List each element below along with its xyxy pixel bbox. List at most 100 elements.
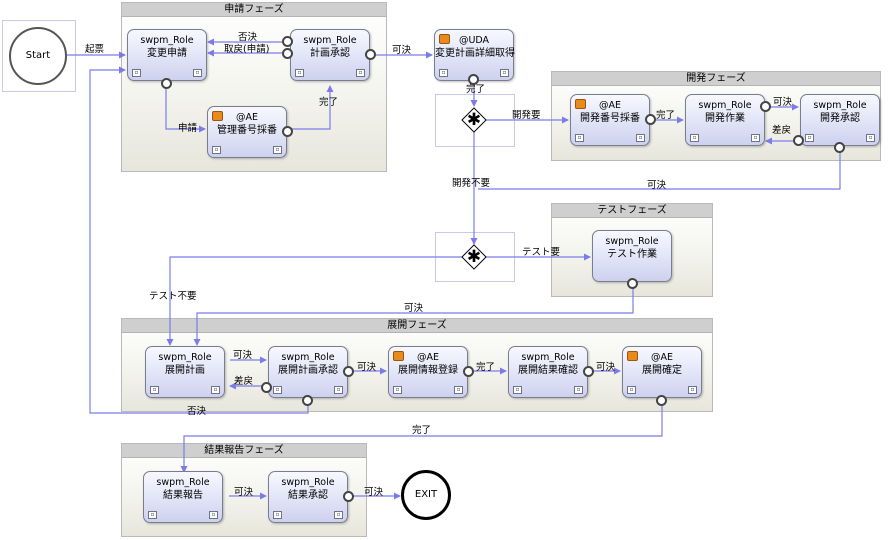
gateway-parallel-icon-2: ✱ — [466, 247, 482, 267]
edge-label: 可決 — [773, 97, 793, 108]
task-kaihatsu-sagyou[interactable]: swpm_Role 開発作業 ▫ ▫ — [685, 94, 765, 146]
task-properties-icon: ▫ — [627, 386, 636, 394]
exit-event[interactable]: EXIT — [401, 470, 451, 520]
edge-label: 可決 — [647, 180, 667, 191]
output-port[interactable] — [365, 49, 376, 60]
edge-label: 否決 — [187, 406, 207, 417]
task-kekka-shounin[interactable]: swpm_Role 結果承認 ▫ ▫ — [268, 471, 348, 523]
task-settings-icon: ▫ — [334, 511, 343, 519]
task-properties-icon: ▫ — [393, 386, 402, 394]
edge-gateway-notest — [166, 256, 462, 346]
edge-label: 完了 — [466, 84, 486, 95]
output-port[interactable] — [793, 135, 804, 146]
task-role: swpm_Role — [521, 352, 575, 363]
task-kekka-houkoku[interactable]: swpm_Role 結果報告 ▫ ▫ — [143, 471, 223, 523]
output-port[interactable] — [282, 36, 293, 47]
task-tenkai-jouhou[interactable]: @AE 展開情報登録 ▫ ▫ — [388, 346, 468, 398]
edge-label: 完了 — [476, 362, 496, 373]
start-event[interactable]: Start — [9, 27, 67, 85]
task-role: swpm_Role — [281, 477, 335, 488]
task-properties-icon: ▫ — [212, 146, 221, 154]
task-tenkai-kakutei[interactable]: @AE 展開確定 ▫ ▫ — [622, 346, 702, 398]
output-port[interactable] — [261, 382, 272, 393]
task-settings-icon: ▫ — [636, 134, 645, 142]
output-port[interactable] — [468, 74, 479, 85]
task-name: 展開情報登録 — [398, 365, 458, 376]
edge-test-pass — [193, 288, 634, 346]
task-properties-icon: ▫ — [439, 69, 448, 77]
task-settings-icon: ▫ — [574, 386, 583, 394]
edge-label: 完了 — [412, 425, 432, 436]
task-keikaku-shounin[interactable]: swpm_Role 計画承認 ▫ ▫ — [290, 29, 370, 81]
edge-number-approve — [287, 85, 334, 130]
output-port[interactable] — [656, 395, 667, 406]
output-port[interactable] — [343, 491, 354, 502]
lane-report-title: 結果報告フェーズ — [122, 444, 366, 458]
edge-label: 申請 — [178, 123, 198, 134]
task-properties-icon: ▫ — [148, 511, 157, 519]
edge-devapprove-pass — [478, 152, 841, 190]
edge-label: 可決 — [404, 303, 424, 314]
task-role: @UDA — [458, 35, 490, 46]
task-name: 開発承認 — [820, 113, 860, 124]
task-properties-icon: ▫ — [273, 511, 282, 519]
edge-label: 可決 — [596, 362, 616, 373]
task-name: 展開結果確認 — [518, 365, 578, 376]
output-port[interactable] — [282, 48, 293, 59]
task-role: swpm_Role — [698, 100, 752, 111]
task-properties-icon: ▫ — [273, 386, 282, 394]
task-role: swpm_Role — [140, 35, 194, 46]
task-settings-icon: ▫ — [688, 386, 697, 394]
task-name: 管理番号採番 — [217, 125, 277, 136]
task-properties-icon: ▫ — [690, 134, 699, 142]
output-port[interactable] — [834, 142, 845, 153]
output-port[interactable] — [583, 366, 594, 377]
task-name: 計画承認 — [310, 48, 350, 59]
task-role: swpm_Role — [303, 35, 357, 46]
task-tenkai-kekka[interactable]: swpm_Role 展開結果確認 ▫ ▫ — [508, 346, 588, 398]
auto-execution-icon — [439, 34, 450, 44]
edge-finalize-report — [180, 404, 663, 473]
task-settings-icon: ▫ — [500, 69, 509, 77]
auto-execution-icon — [393, 351, 404, 361]
output-port[interactable] — [645, 114, 656, 125]
task-kaihatsu-shounin[interactable]: swpm_Role 開発承認 ▫ ▫ — [800, 94, 880, 146]
task-properties-icon: ▫ — [513, 386, 522, 394]
task-kaihatsu-bangou[interactable]: @AE 開発番号採番 ▫ ▫ — [570, 94, 650, 146]
output-port[interactable] — [282, 126, 293, 137]
edge-label: 差戻 — [234, 376, 254, 387]
task-settings-icon: ▫ — [209, 511, 218, 519]
task-henkou-shinsei[interactable]: swpm_Role 変更申請 ▫ ▫ — [127, 29, 207, 81]
auto-execution-icon — [627, 351, 638, 361]
edge-label: 可決 — [233, 350, 253, 361]
exit-event-label: EXIT — [414, 489, 438, 500]
output-port[interactable] — [302, 395, 313, 406]
edge-label: 否決 — [238, 32, 258, 43]
task-settings-icon: ▫ — [211, 386, 220, 394]
output-port[interactable] — [627, 278, 638, 289]
task-role: swpm_Role — [813, 100, 867, 111]
gateway-parallel-icon-1: ✱ — [466, 110, 482, 130]
auto-execution-icon — [212, 111, 223, 121]
task-properties-icon: ▫ — [150, 386, 159, 394]
lane-test-title: テストフェーズ — [552, 204, 712, 218]
task-settings-icon: ▫ — [866, 134, 875, 142]
task-settings-icon: ▫ — [454, 386, 463, 394]
task-test-sagyou[interactable]: swpm_Role テスト作業 — [592, 230, 672, 282]
output-port[interactable] — [161, 78, 172, 89]
edge-label: 完了 — [656, 110, 676, 121]
edge-apply-number — [165, 86, 206, 133]
output-port[interactable] — [463, 366, 474, 377]
output-port[interactable] — [343, 366, 354, 377]
task-role: swpm_Role — [605, 236, 659, 247]
task-tenkai-keikaku-shounin[interactable]: swpm_Role 展開計画承認 ▫ ▫ — [268, 346, 348, 398]
task-kanri-bangou[interactable]: @AE 管理番号採番 ▫ ▫ — [207, 106, 287, 158]
edge-label: 開発要 — [512, 110, 541, 121]
task-role: @AE — [598, 100, 621, 111]
task-name: 開発作業 — [705, 113, 745, 124]
task-tenkai-keikaku[interactable]: swpm_Role 展開計画 ▫ ▫ — [145, 346, 225, 398]
task-name: 結果報告 — [163, 490, 203, 501]
output-port[interactable] — [760, 101, 771, 112]
edge-label: 起票 — [85, 44, 105, 55]
